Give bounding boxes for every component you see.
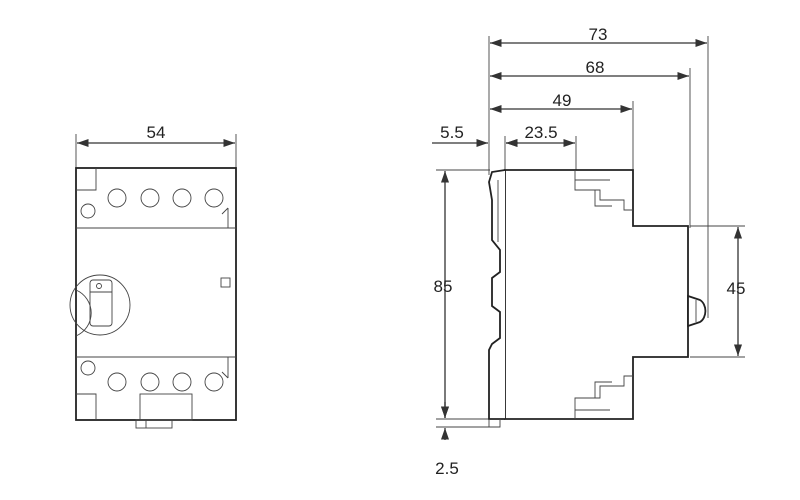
toggle-handle	[69, 274, 131, 337]
top-terminal-row	[76, 168, 229, 228]
depth-body-label: 68	[586, 58, 605, 77]
height-label: 85	[434, 277, 453, 296]
clip-width-label: 23.5	[524, 123, 557, 142]
rail-step-label: 2.5	[435, 459, 459, 478]
depth-total-label: 73	[589, 25, 608, 44]
side-body-outline	[504, 169, 689, 420]
depth-mid-label: 49	[553, 91, 572, 110]
dim-68: 68	[490, 58, 689, 81]
indicator-window	[220, 277, 231, 288]
dim-73: 73	[490, 25, 707, 48]
dim-85: 85	[434, 169, 490, 420]
bottom-terminal-row	[76, 357, 229, 420]
front-view: 54	[69, 123, 237, 429]
dim-45: 45	[690, 225, 746, 358]
din-clip	[135, 393, 193, 429]
bottom-clip-detail	[574, 375, 633, 419]
dim-23-5: 23.5	[506, 123, 575, 148]
front-body-outline	[75, 167, 237, 421]
rail-offset-label: 5.5	[440, 123, 464, 142]
din-rail-clip-profile	[488, 169, 506, 420]
dim-2-5: 2.5	[435, 402, 500, 478]
side-toggle-knob	[687, 294, 707, 328]
front-width-dimension: 54	[75, 123, 237, 168]
front-height-label: 45	[727, 279, 746, 298]
front-width-label: 54	[147, 123, 166, 142]
top-clip-detail	[574, 170, 633, 211]
side-view: 73 68 49 5.5 23.5 85	[432, 25, 745, 478]
dim-49: 49	[490, 91, 632, 114]
